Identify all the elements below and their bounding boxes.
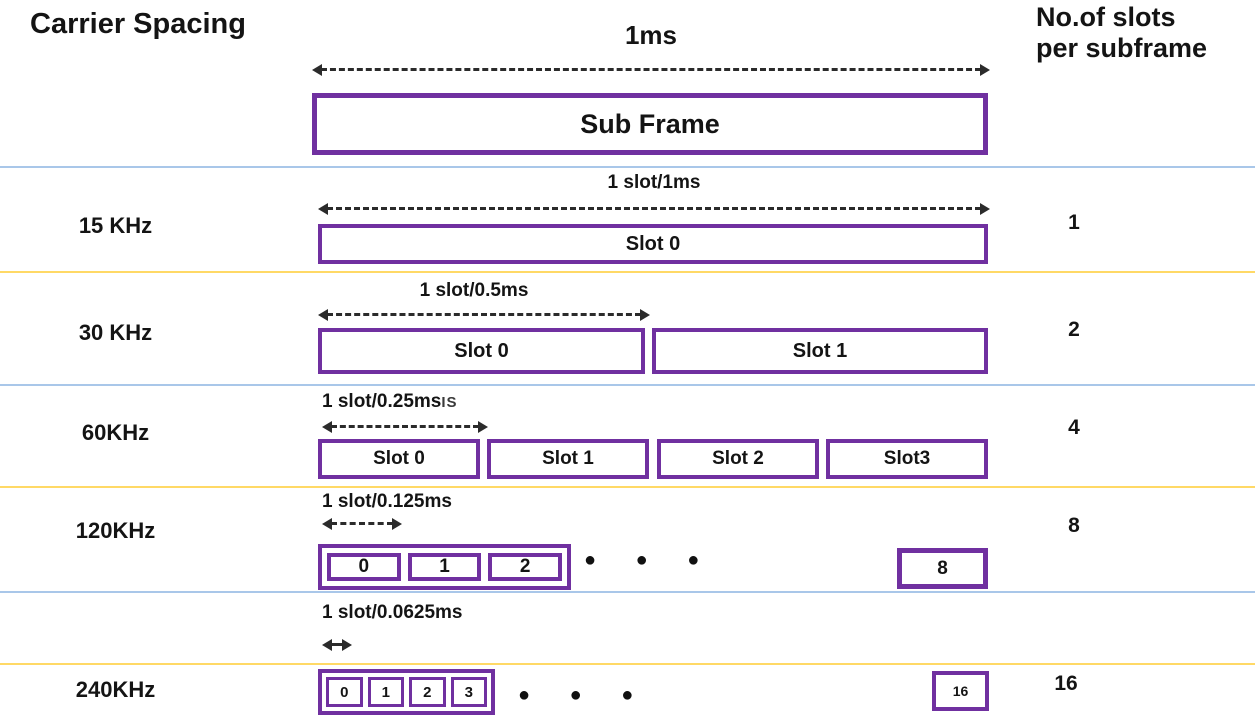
arrow-left-head: [318, 203, 328, 215]
arrow-left-head: [322, 421, 332, 433]
arrow-dashed-line: [321, 68, 981, 71]
separator-line: [0, 486, 1255, 488]
arrow-dashed-line: [331, 643, 343, 646]
separator-line: [0, 166, 1255, 168]
row-240khz-slot-count: 16: [1054, 672, 1078, 695]
slot-cell: 3: [450, 677, 487, 707]
row-60khz-dashed-arrow: [322, 420, 488, 434]
slot-cell: 0: [327, 553, 401, 581]
slot-cell: 0: [326, 677, 363, 707]
row-120khz-slot-group: 0 1 2: [318, 544, 571, 590]
separator-line: [0, 591, 1255, 593]
row-240khz-dashed-arrow: [322, 638, 352, 652]
ellipsis-dots: ● ● ●: [584, 549, 710, 571]
row-240khz-slot-duration: 1 slot/0.0625ms: [322, 602, 463, 623]
row-120khz-slot-count: 8: [1068, 514, 1080, 537]
arrow-dashed-line: [327, 207, 981, 210]
row-60khz-label: 60KHz: [81, 420, 150, 445]
slot-box: Slot 0: [318, 328, 645, 374]
row-30khz-slot-count: 2: [1068, 318, 1080, 341]
subframe-duration-label: 1ms: [624, 20, 678, 50]
separator-line: [0, 663, 1255, 665]
slot-box: Slot 0: [318, 224, 988, 264]
arrow-left-head: [312, 64, 322, 76]
arrow-left-head: [322, 639, 332, 651]
slots-per-subframe-title-line2: per subframe: [1036, 33, 1208, 63]
arrow-left-head: [322, 518, 332, 530]
subframe-dashed-arrow: [312, 63, 990, 77]
slot-box: Slot 1: [652, 328, 988, 374]
arrow-dashed-line: [331, 425, 479, 428]
slot-cell: 2: [488, 553, 563, 581]
artifact-text: IS: [441, 394, 458, 411]
arrow-right-head: [342, 639, 352, 651]
slot-box: 16: [932, 671, 989, 711]
row-240khz-slot-group: 0 1 2 3: [318, 669, 495, 715]
arrow-right-head: [980, 64, 990, 76]
row-15khz-slot-duration: 1 slot/1ms: [607, 172, 701, 193]
carrier-spacing-title: Carrier Spacing: [30, 8, 246, 40]
slot-box: Slot 0: [318, 439, 480, 479]
arrow-right-head: [392, 518, 402, 530]
slot-box: Slot 2: [657, 439, 819, 479]
ellipsis-dots: ● ● ●: [518, 684, 644, 706]
row-120khz-slot-duration: 1 slot/0.125ms: [322, 491, 452, 512]
slot-box: 8: [897, 548, 988, 589]
slot-cell: 1: [407, 553, 482, 581]
slot-box: Slot 1: [487, 439, 649, 479]
slots-per-subframe-title-line1: No.of slots: [1036, 2, 1176, 32]
row-15khz-slot-count: 1: [1068, 211, 1080, 234]
row-30khz-slot-duration: 1 slot/0.5ms: [419, 280, 529, 301]
slot-duration-text: 1 slot/0.25ms: [322, 391, 442, 412]
row-120khz-label: 120KHz: [75, 518, 156, 543]
slot-cell: 1: [367, 677, 404, 707]
row-30khz-dashed-arrow: [318, 308, 650, 322]
subframe-box: Sub Frame: [312, 93, 988, 155]
arrow-dashed-line: [331, 522, 393, 525]
arrow-left-head: [318, 309, 328, 321]
row-60khz-slot-count: 4: [1068, 416, 1080, 439]
separator-line: [0, 271, 1255, 273]
row-30khz-label: 30 KHz: [78, 320, 153, 345]
slot-box: Slot3: [826, 439, 988, 479]
arrow-right-head: [640, 309, 650, 321]
slot-cell: 2: [409, 677, 446, 707]
row-60khz-slot-duration: 1 slot/0.25msIS: [322, 391, 458, 413]
arrow-right-head: [980, 203, 990, 215]
row-240khz-label: 240KHz: [75, 677, 156, 702]
row-120khz-dashed-arrow: [322, 517, 402, 531]
arrow-right-head: [478, 421, 488, 433]
row-15khz-dashed-arrow: [318, 202, 990, 216]
row-15khz-label: 15 KHz: [78, 213, 153, 238]
arrow-dashed-line: [327, 313, 641, 316]
separator-line: [0, 384, 1255, 386]
slots-per-subframe-title: No.of slots per subframe: [1036, 2, 1207, 64]
